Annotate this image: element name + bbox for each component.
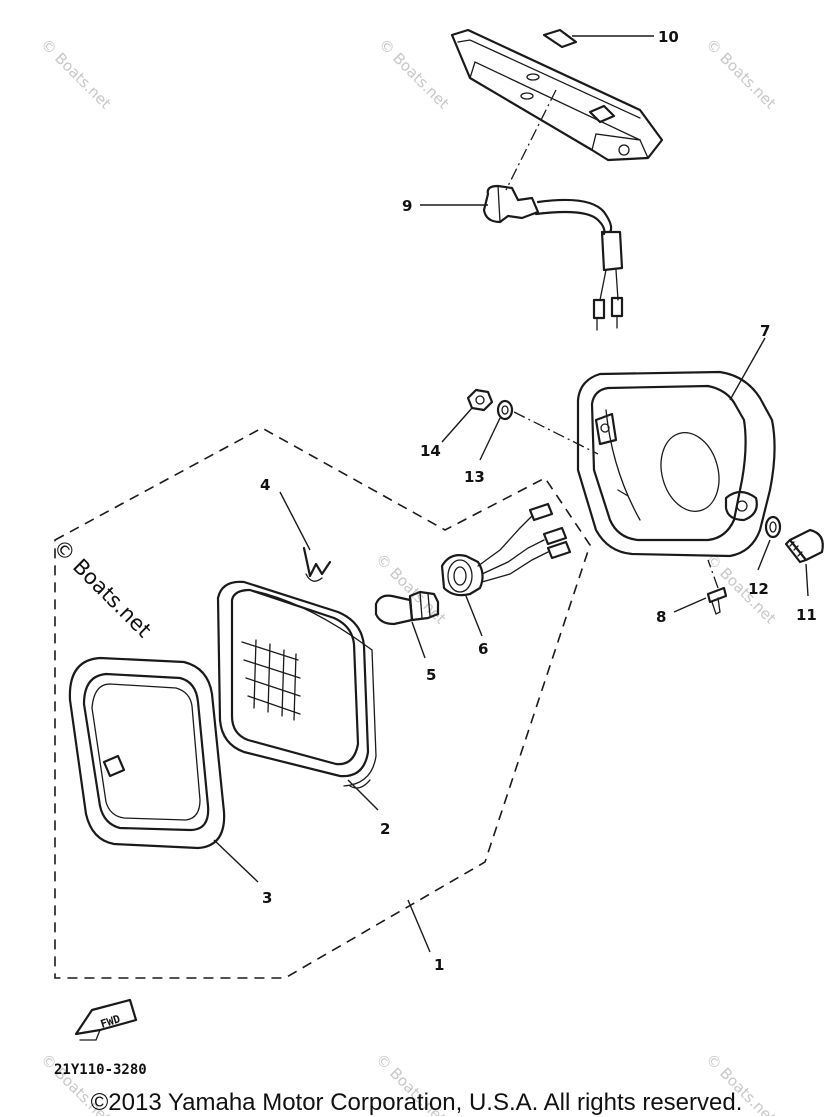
part-9-socket-cord	[482, 184, 624, 331]
callout-2: 2	[380, 820, 390, 838]
part-14-nut	[466, 388, 494, 412]
part-6-socket	[440, 502, 572, 597]
watermark-large: © Boats.net	[48, 535, 156, 643]
callout-labels: 10 9 7 14 13 4 5 6 2 3 1 8 12 11	[260, 28, 817, 974]
callout-11: 11	[796, 606, 817, 624]
callout-7: 7	[760, 322, 770, 340]
watermark-text: © Boats.net	[37, 35, 115, 113]
callout-10: 10	[658, 28, 679, 46]
fwd-label: FWD	[99, 1012, 122, 1031]
part-11-bolt	[784, 528, 824, 564]
part-13-axis	[513, 411, 599, 455]
callout-8: 8	[656, 608, 666, 626]
callout-5: 5	[426, 666, 436, 684]
part-4-spring	[302, 546, 332, 582]
part-5-bulb	[374, 590, 440, 626]
part-8-screw	[706, 586, 728, 615]
fwd-arrow-icon: FWD	[74, 998, 138, 1041]
callout-14: 14	[420, 442, 441, 460]
part-8-axis	[707, 559, 719, 589]
callout-4: 4	[260, 476, 270, 494]
part-10-holder-plate	[450, 28, 664, 162]
part-12-washer	[764, 515, 782, 539]
assembly-1-boundary	[54, 427, 591, 979]
copyright-notice: ©2013 Yamaha Motor Corporation, U.S.A. A…	[90, 1089, 743, 1116]
part-2-headlight-unit	[216, 580, 377, 789]
callout-1: 1	[434, 956, 444, 974]
callout-6: 6	[478, 640, 488, 658]
watermark-text: © Boats.net	[702, 35, 780, 113]
diagram-code: 21Y110-3280	[54, 1062, 147, 1078]
leader-lines	[213, 35, 809, 953]
part-9-axis	[505, 89, 557, 191]
callout-12: 12	[748, 580, 769, 598]
callout-13: 13	[464, 468, 485, 486]
watermark-text: © Boats.net	[375, 35, 453, 113]
callout-9: 9	[402, 197, 412, 215]
part-3-rim	[68, 656, 226, 850]
part-13-washer	[496, 399, 514, 421]
callout-3: 3	[262, 889, 272, 907]
part-7-housing	[576, 370, 776, 558]
